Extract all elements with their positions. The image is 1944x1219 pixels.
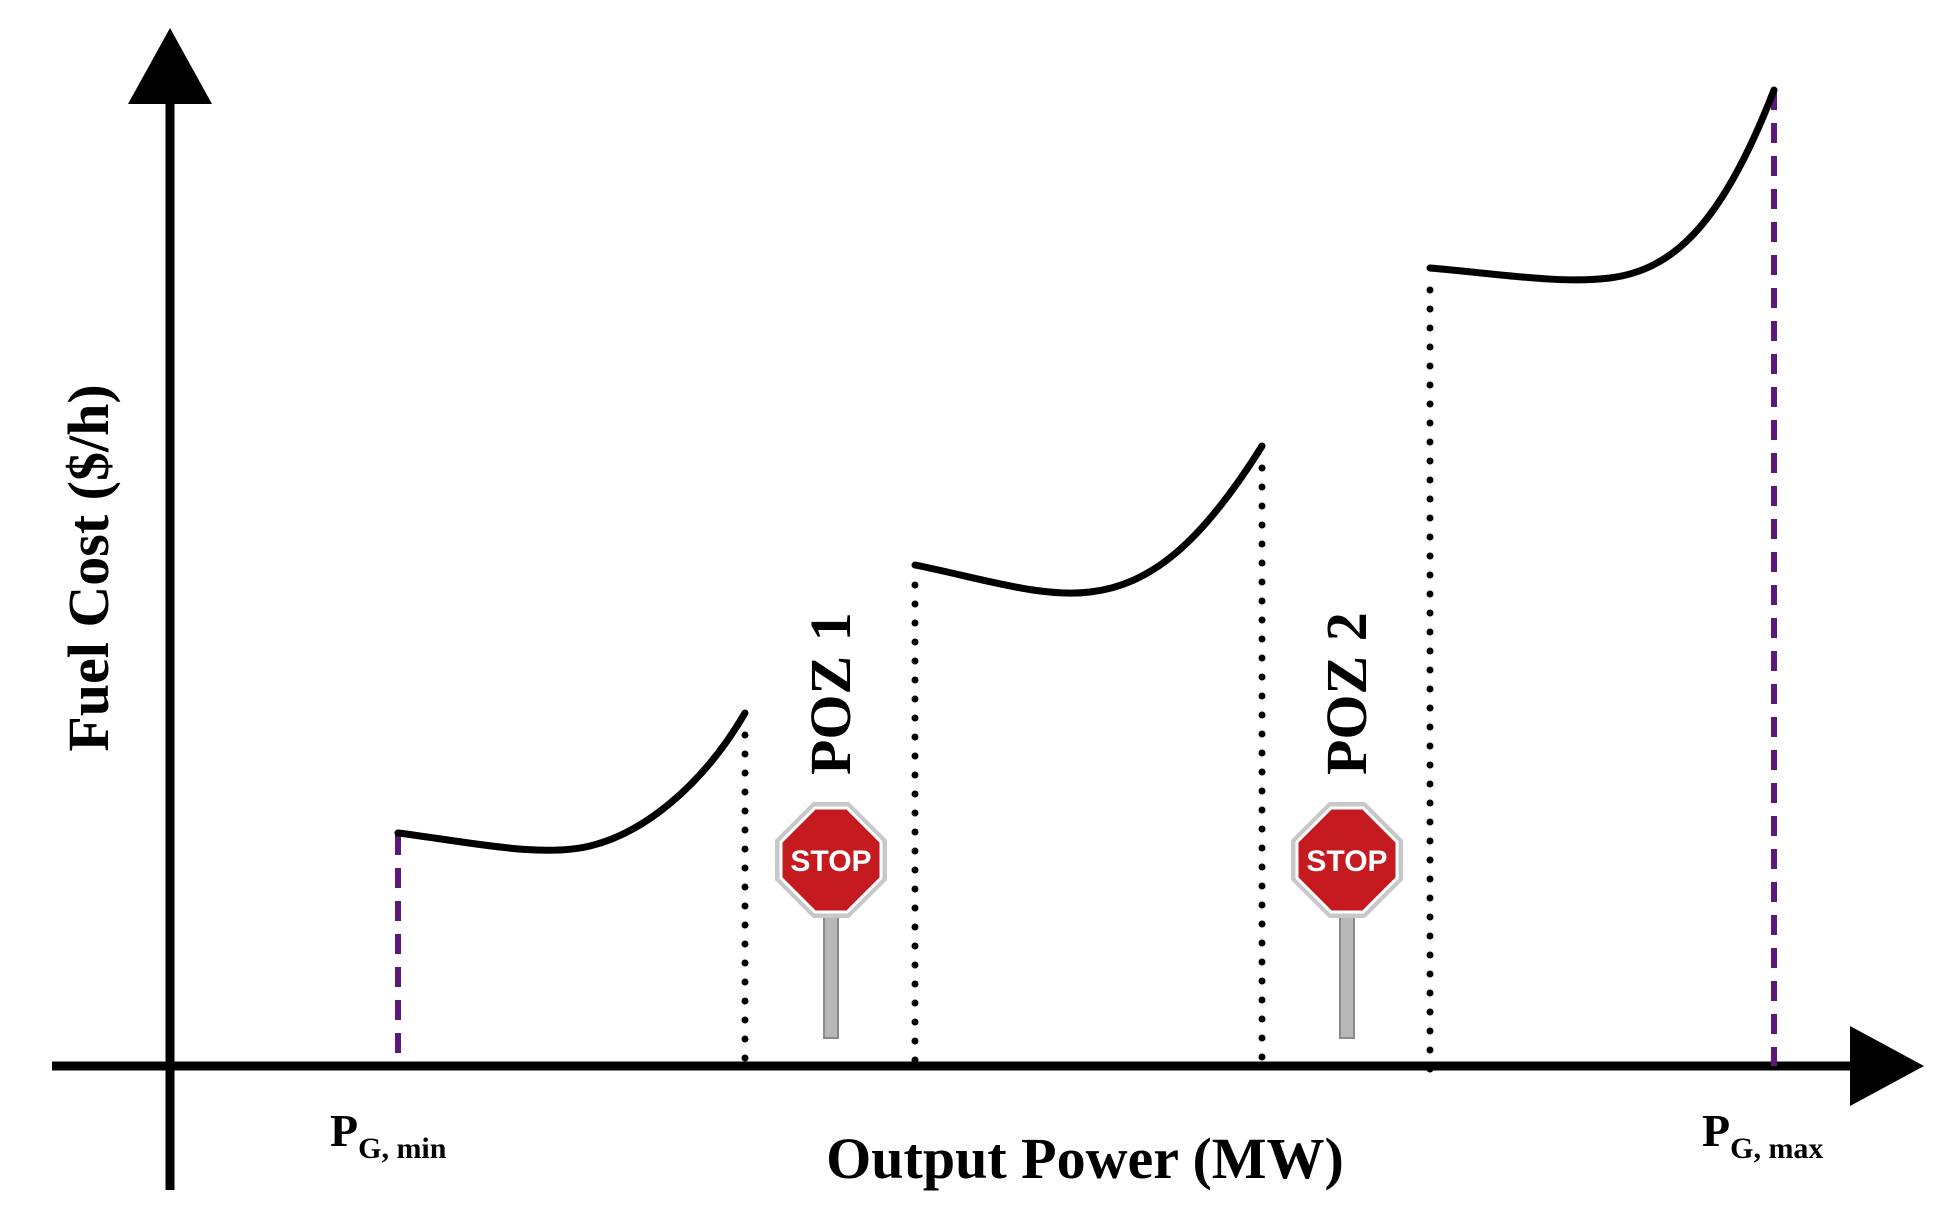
x-axis-label: Output Power (MW) [826,1126,1344,1191]
stop-sign-1-post [823,899,839,1039]
zone-boundaries [741,286,1434,1074]
cost-curve-segment-3 [1426,86,1778,284]
poz-1-label: POZ 1 [798,612,863,775]
stop-sign-2-text: STOP [1306,845,1387,878]
pg-max-sub: G, max [1730,1132,1823,1165]
pg-max-main: P [1702,1105,1730,1156]
cost-curve-segment-1 [394,709,749,854]
poz-2-label: POZ 2 [1314,612,1379,775]
cost-curve-segment-2 [911,442,1266,597]
axes [52,28,1924,1190]
stop-sign-2-face [1295,806,1399,914]
stop-sign-2: STOP [1291,802,1403,1039]
cost-curve [394,86,1778,854]
stop-sign-1-face [779,806,883,914]
pg-min-sub: G, min [358,1132,447,1165]
pg-max-label: PG, max [1702,1105,1823,1165]
x-axis-arrow-icon [1850,1026,1924,1106]
y-axis-label: Fuel Cost ($/h) [56,384,121,751]
pg-min-main: P [330,1105,358,1156]
pg-min-label: PG, min [330,1105,447,1165]
stop-sign-2-post [1339,899,1355,1039]
stop-sign-1: STOP [775,802,887,1039]
stop-sign-1-text: STOP [790,845,871,878]
y-axis-arrow-icon [128,28,212,104]
